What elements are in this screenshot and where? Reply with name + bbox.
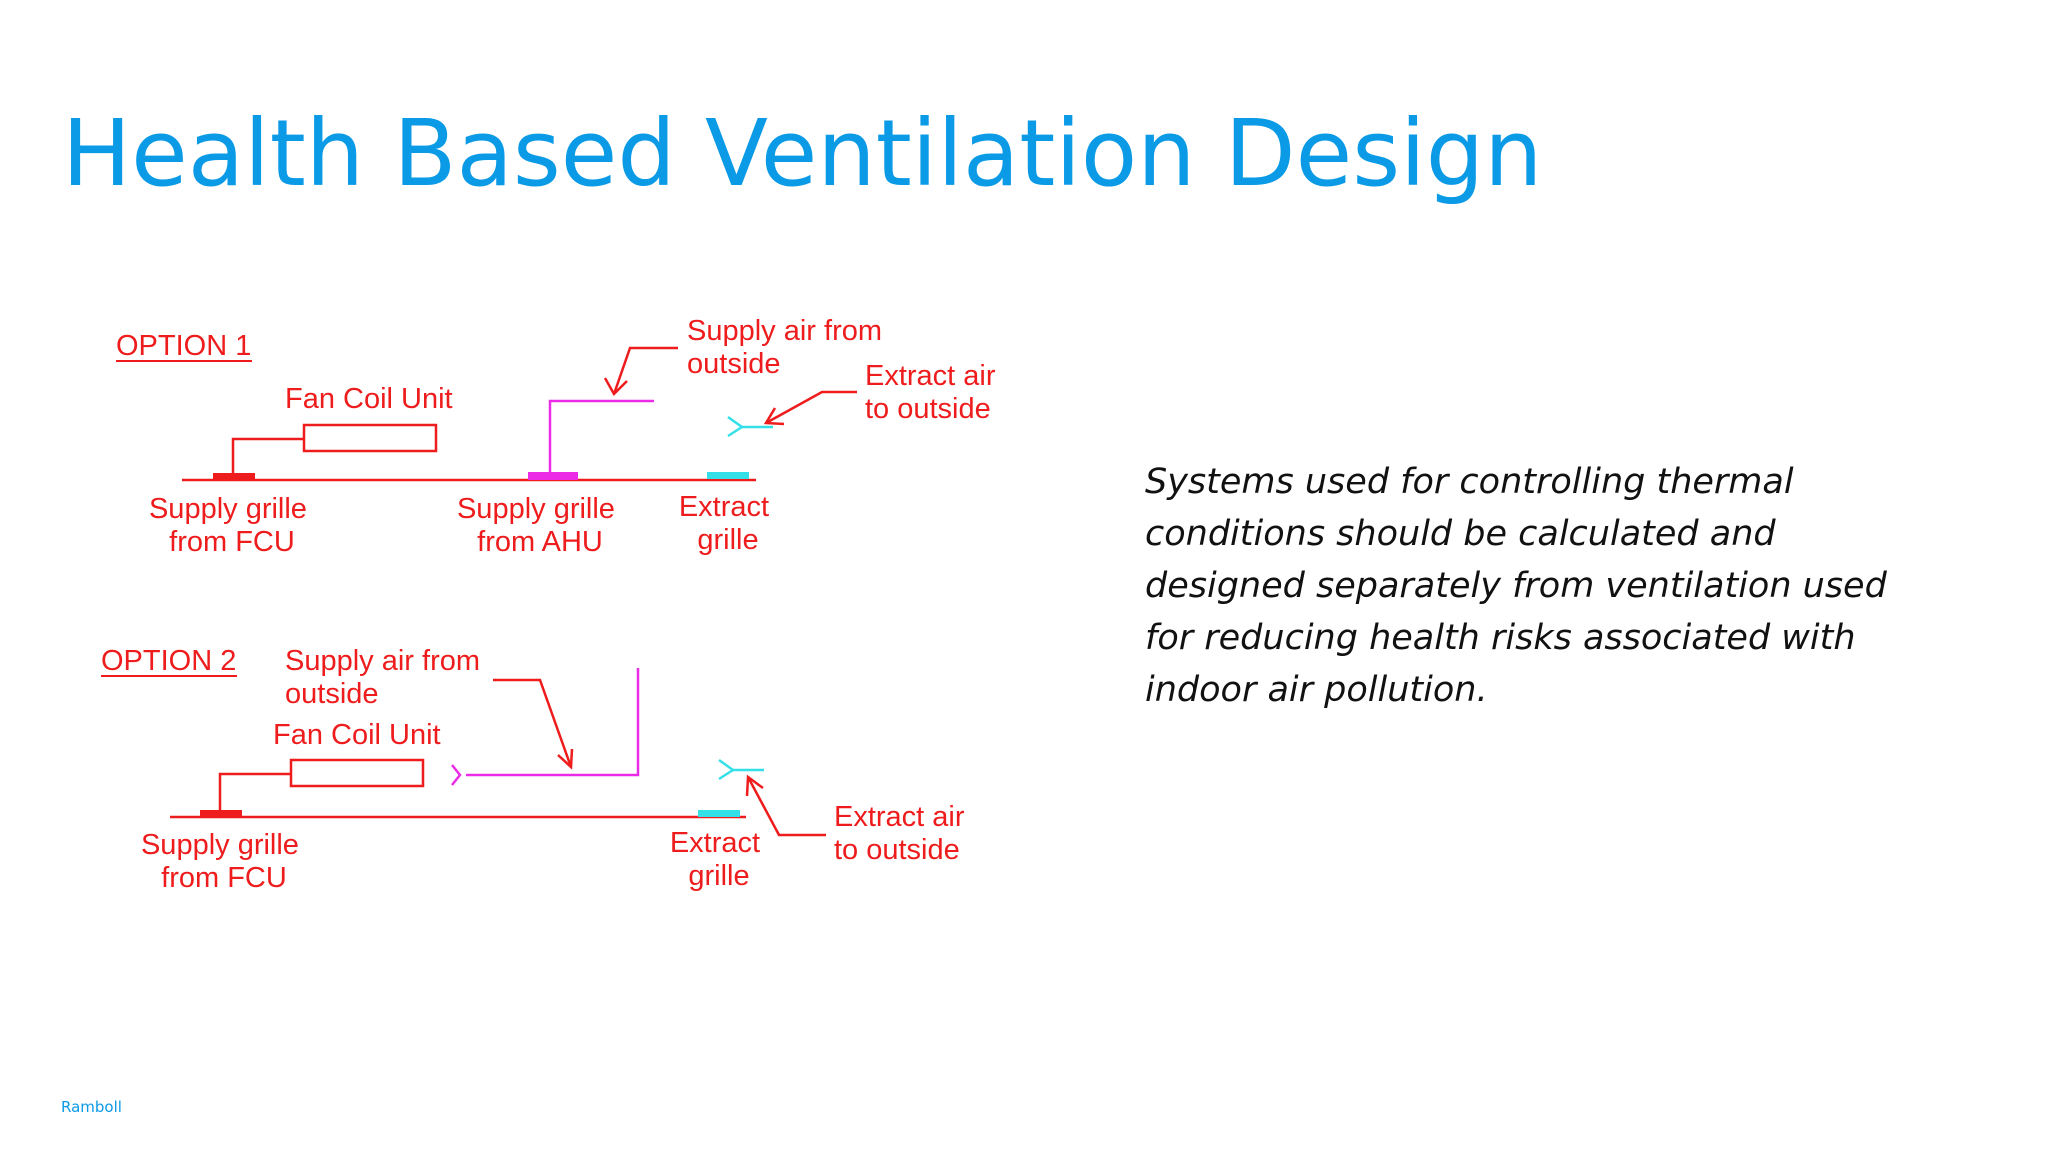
- option-1-fan-coil-label: Fan Coil Unit: [285, 383, 453, 415]
- option-1-ahu-grille: [528, 472, 578, 480]
- option-1-fcu-grille: [213, 473, 255, 480]
- option-2-group: OPTION 2 Fan Coil Unit Supply air from o…: [101, 645, 973, 894]
- slide-body-text: Systems used for controlling thermal con…: [1145, 462, 1887, 710]
- option-1-supply-grille-fcu-label: Supply grille from FCU: [149, 493, 315, 558]
- option-2-fcu-duct: [218, 772, 291, 811]
- option-1-extract-grille: [707, 472, 749, 479]
- option-1-extract-air-arrowhead: [763, 407, 785, 426]
- option-1-fcu-duct: [231, 437, 304, 474]
- option-1-heading: OPTION 1: [116, 330, 251, 362]
- option-1-supply-air-arrow: [612, 346, 678, 395]
- footer-brand: Ramboll: [61, 1098, 122, 1116]
- option-2-supply-grille-fcu-label: Supply grille from FCU: [141, 829, 307, 894]
- option-2-extract-outlet: [718, 758, 764, 781]
- option-2-fcu-grille: [200, 810, 242, 817]
- option-2-extract-air-arrowhead: [745, 774, 764, 797]
- option-1-supply-air-arrowhead: [603, 377, 628, 397]
- option-2-supply-air-label: Supply air from outside: [285, 645, 488, 710]
- option-2-fresh-air-inlet: [451, 764, 462, 786]
- option-1-extract-outlet: [727, 415, 773, 438]
- option-1-supply-grille-ahu-label: Supply grille from AHU: [457, 493, 623, 558]
- option-2-heading: OPTION 2: [101, 645, 236, 677]
- option-1-extract-air-arrow: [765, 390, 857, 425]
- slide-title: Health Based Ventilation Design: [62, 100, 1543, 207]
- option-1-ahu-duct: [548, 399, 654, 473]
- option-2-extract-grille: [698, 810, 740, 817]
- option-1-extract-grille-label: Extract grille: [679, 491, 777, 556]
- option-2-supply-air-arrow: [493, 678, 573, 768]
- option-1-extract-air-label: Extract air to outside: [865, 360, 1004, 425]
- option-2-fan-coil-unit: [289, 758, 425, 788]
- option-1-fan-coil-unit: [302, 423, 438, 453]
- option-2-extract-air-arrow: [746, 776, 826, 837]
- option-2-supply-air-arrowhead: [557, 748, 574, 770]
- option-1-group: OPTION 1 Fan Coil Unit Supply air from o…: [116, 315, 1004, 558]
- option-2-fan-coil-label: Fan Coil Unit: [273, 719, 441, 751]
- option-2-extract-grille-label: Extract grille: [670, 827, 768, 892]
- option-1-supply-air-label: Supply air from outside: [687, 315, 890, 380]
- option-2-fresh-air-duct: [466, 668, 640, 777]
- option-2-extract-air-label: Extract air to outside: [834, 801, 973, 866]
